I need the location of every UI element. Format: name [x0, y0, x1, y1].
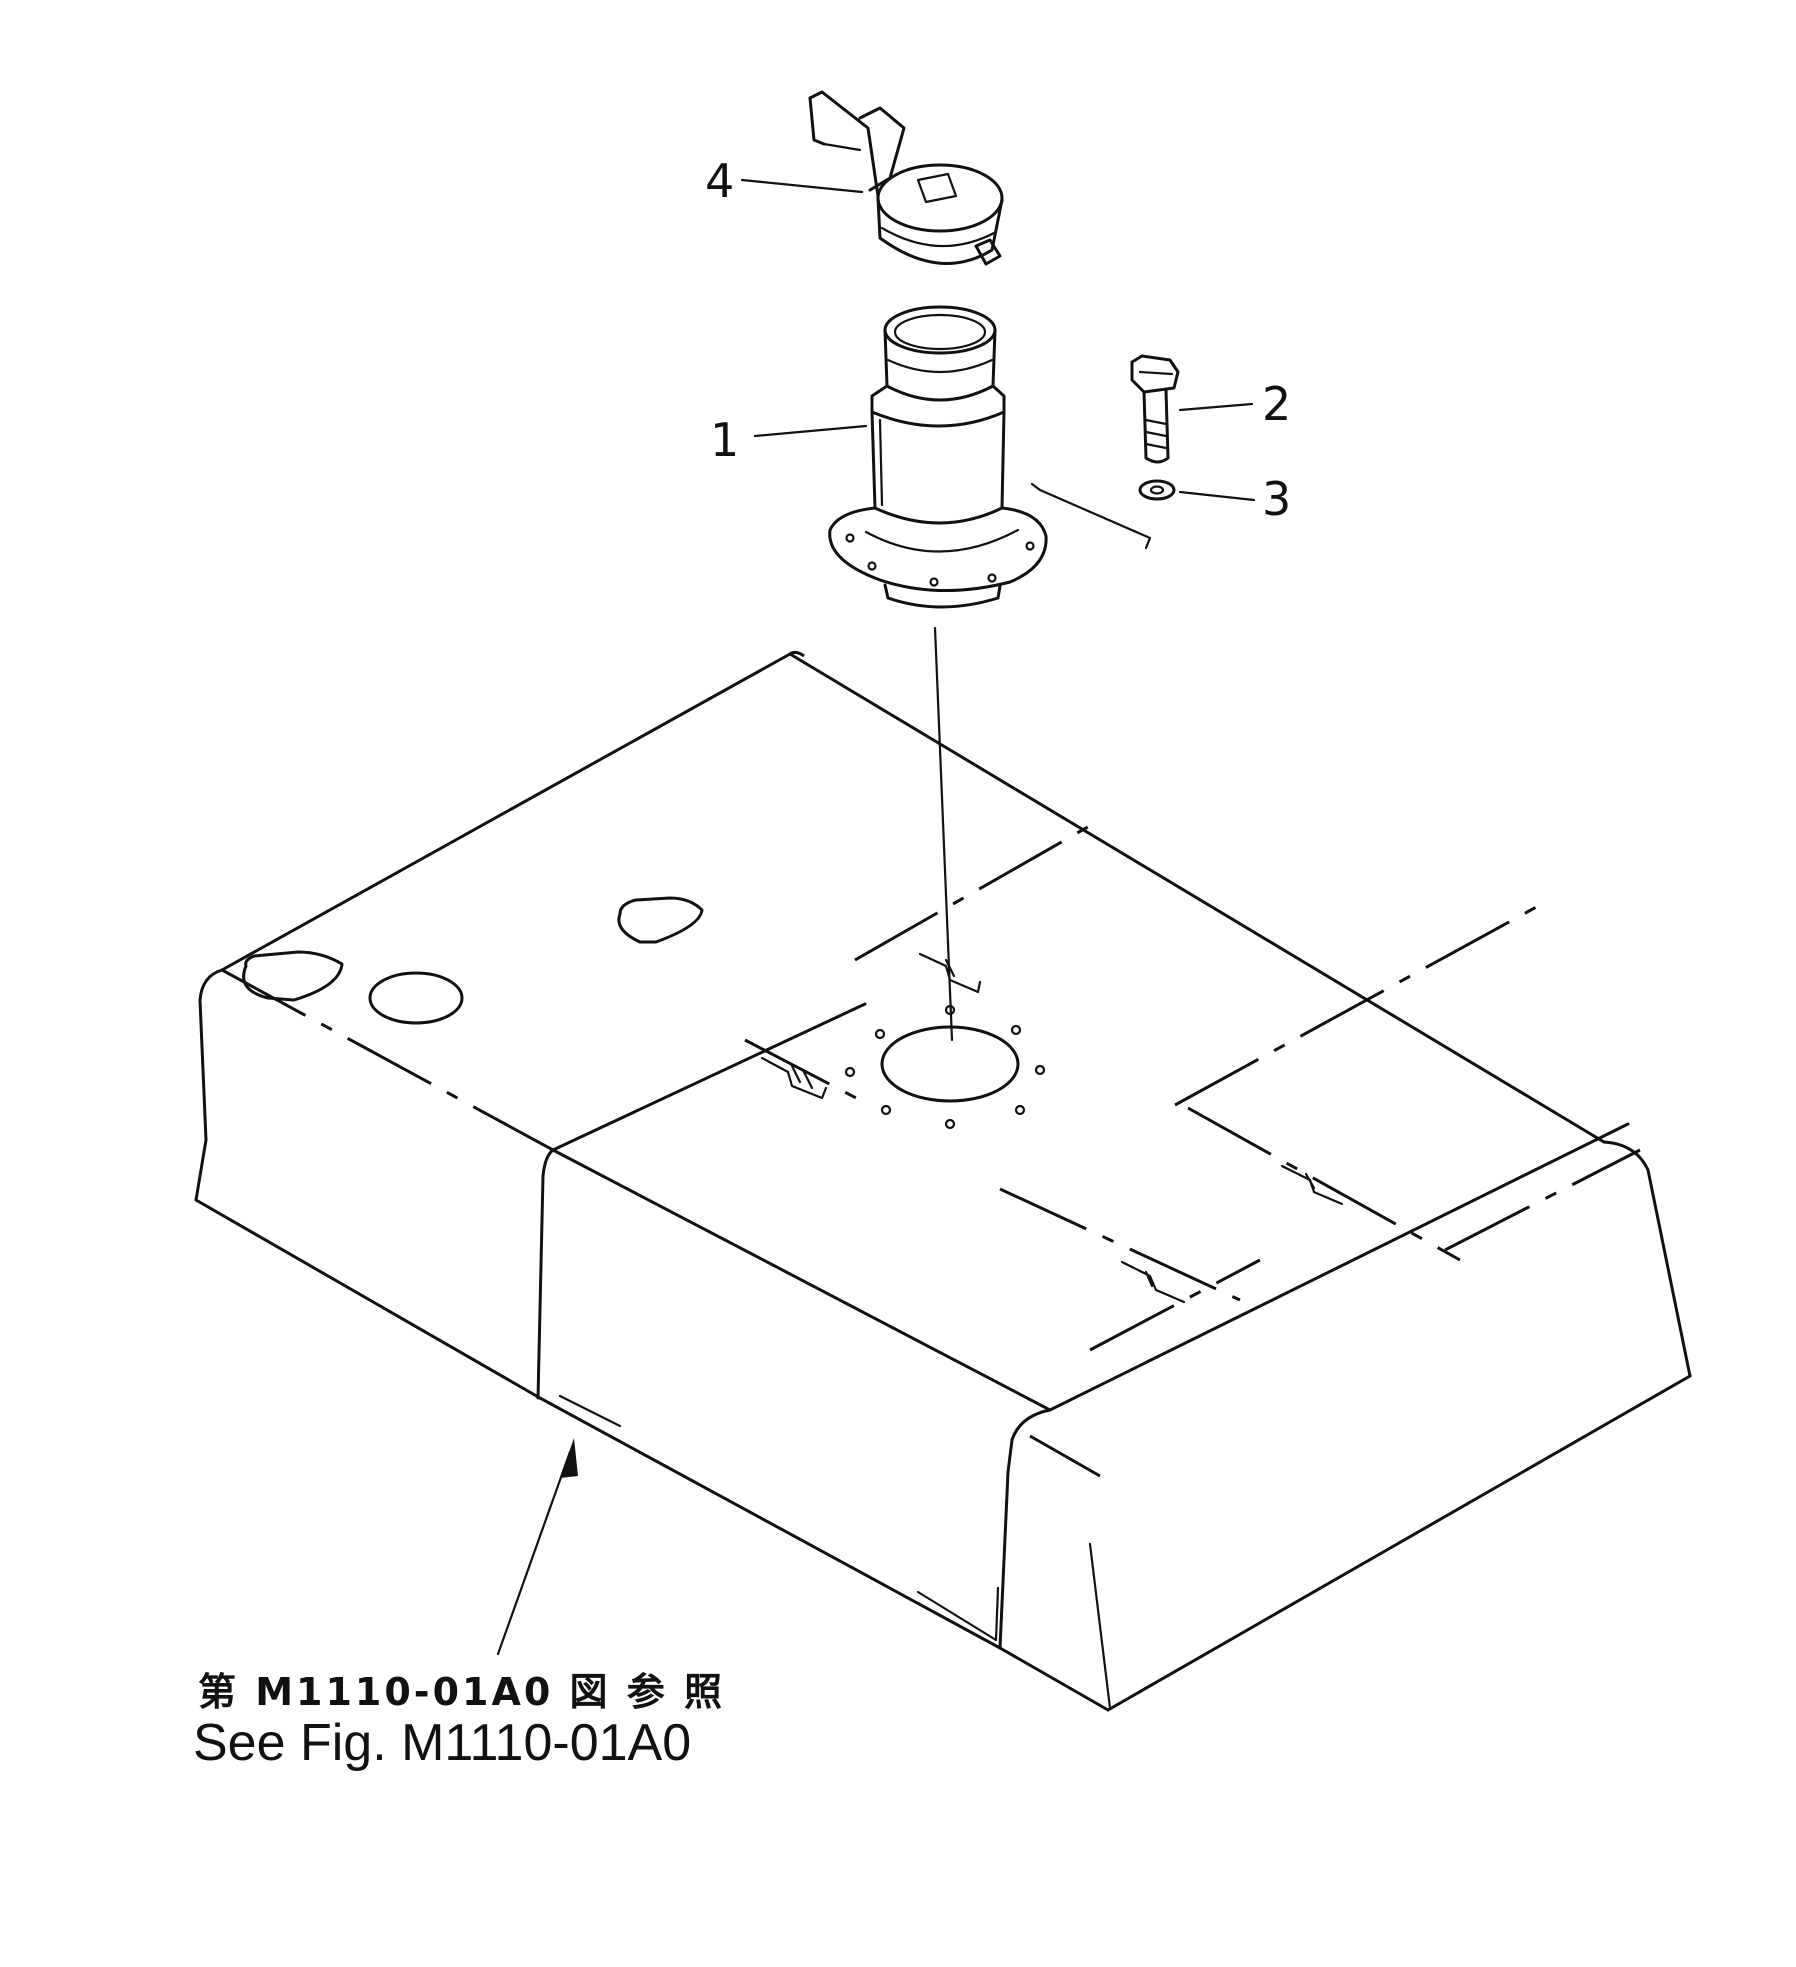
leader-lines [740, 178, 1256, 502]
part-1-filler-neck[interactable] [828, 305, 1048, 609]
callout-3[interactable]: 3 [1262, 472, 1291, 526]
reference-japanese: 第 M1110-01A0 図 参 照 [198, 1670, 725, 1714]
reference-arrow [496, 1438, 578, 1656]
part-3-washer[interactable] [1138, 479, 1176, 501]
callout-4[interactable]: 4 [705, 154, 734, 208]
fuel-tank [194, 650, 1692, 1712]
part-4-filler-cap[interactable] [808, 90, 1004, 266]
bolt-leader-line [1030, 482, 1152, 550]
reference-english: See Fig. M1110-01A0 [193, 1714, 692, 1772]
assembly-line [933, 626, 954, 1042]
callout-1[interactable]: 1 [710, 413, 739, 467]
part-2-bolt[interactable] [1130, 354, 1180, 464]
callout-2[interactable]: 2 [1262, 377, 1291, 431]
